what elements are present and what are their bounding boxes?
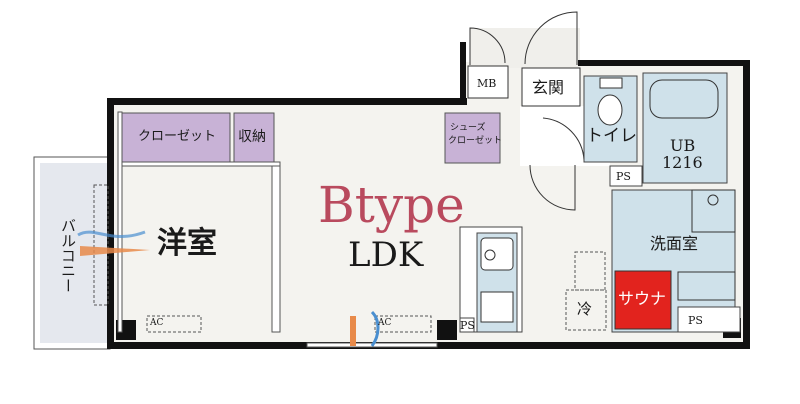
ac-ldk-label: AC — [378, 318, 392, 328]
entrance-label: 玄関 — [532, 78, 565, 97]
ac-western-label: AC — [150, 318, 164, 328]
shoe-closet-label-2: クローゼット — [448, 136, 503, 146]
toilet-label: トイレ — [586, 126, 637, 146]
ldk-label: LDK — [348, 235, 424, 275]
shoe-closet-label-1: シューズ — [450, 123, 486, 133]
breeze-blue-icon — [77, 230, 146, 238]
western-room-label: 洋室 — [157, 226, 217, 261]
closet — [121, 112, 231, 163]
unit-bath-label-1: UB — [670, 136, 696, 155]
sauna-label: サウナ — [618, 289, 667, 308]
sauna-room — [614, 270, 672, 330]
plan-type-title: Btype — [318, 176, 465, 234]
closet-label: クローゼット — [138, 129, 217, 144]
breeze-orange-icon — [80, 246, 150, 256]
storage-label: 収納 — [238, 129, 266, 145]
meter-box-label: MB — [477, 77, 497, 90]
fridge-label: 冷 — [577, 300, 593, 318]
ps-upper-label: PS — [616, 170, 631, 183]
ps-lower-label: PS — [688, 314, 703, 327]
unit-bath-label-2: 1216 — [662, 153, 703, 172]
storage — [233, 112, 275, 163]
washroom-label: 洗面室 — [650, 234, 699, 253]
ps-kitchen-label: PS — [460, 319, 475, 332]
shoe-closet — [444, 112, 501, 164]
balcony-label: バルコニー — [59, 218, 77, 293]
unit-bath — [642, 72, 728, 184]
